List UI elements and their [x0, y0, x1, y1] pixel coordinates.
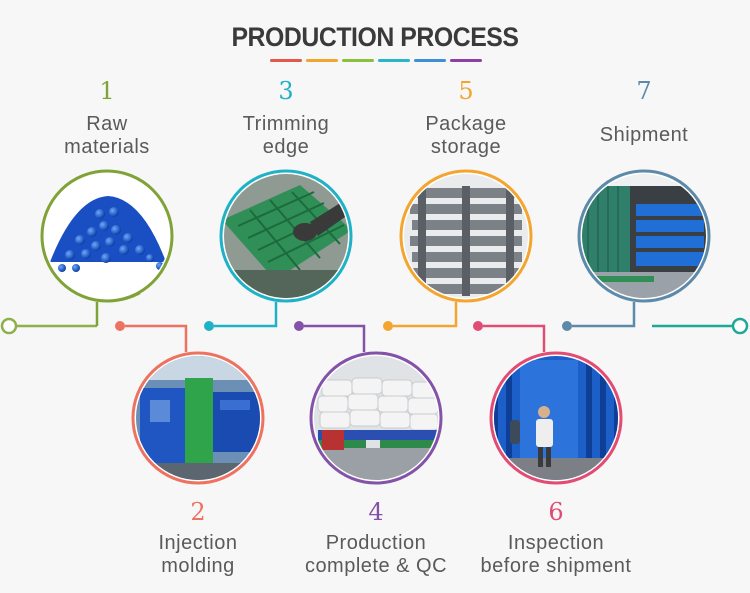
step-7-number: 7 [636, 77, 652, 105]
step-2-photo [131, 351, 265, 485]
step-2-number: 2 [190, 498, 206, 526]
step-7-photo [577, 169, 711, 303]
step-3-number: 3 [278, 77, 294, 105]
step-1-photo [40, 169, 174, 303]
page-title: PRODUCTION PROCESS [231, 22, 519, 52]
title-underline-segment [378, 59, 410, 62]
timeline-start-node [0, 317, 18, 335]
title-underline-segment [450, 59, 482, 62]
title-underline-segment [306, 59, 338, 62]
title-underline-segment [414, 59, 446, 62]
step-3-photo [219, 169, 353, 303]
timeline [0, 317, 749, 335]
step-4-photo [309, 351, 443, 485]
title-underline-segment [270, 59, 302, 62]
connector-step-5 [383, 302, 458, 331]
step-5-photo [399, 169, 533, 303]
connector-step-4 [294, 321, 366, 352]
connector-step-6 [473, 321, 546, 352]
title-underline-segment [342, 59, 374, 62]
step-4-number: 4 [368, 498, 384, 526]
step-6-photo [489, 351, 623, 485]
timeline-end-node [731, 317, 749, 335]
connector-step-2 [115, 321, 188, 352]
step-1-number: 1 [99, 77, 115, 105]
step-5-number: 5 [458, 77, 474, 105]
step-7-label: Shipment [599, 124, 689, 146]
step-6-number: 6 [548, 498, 564, 526]
